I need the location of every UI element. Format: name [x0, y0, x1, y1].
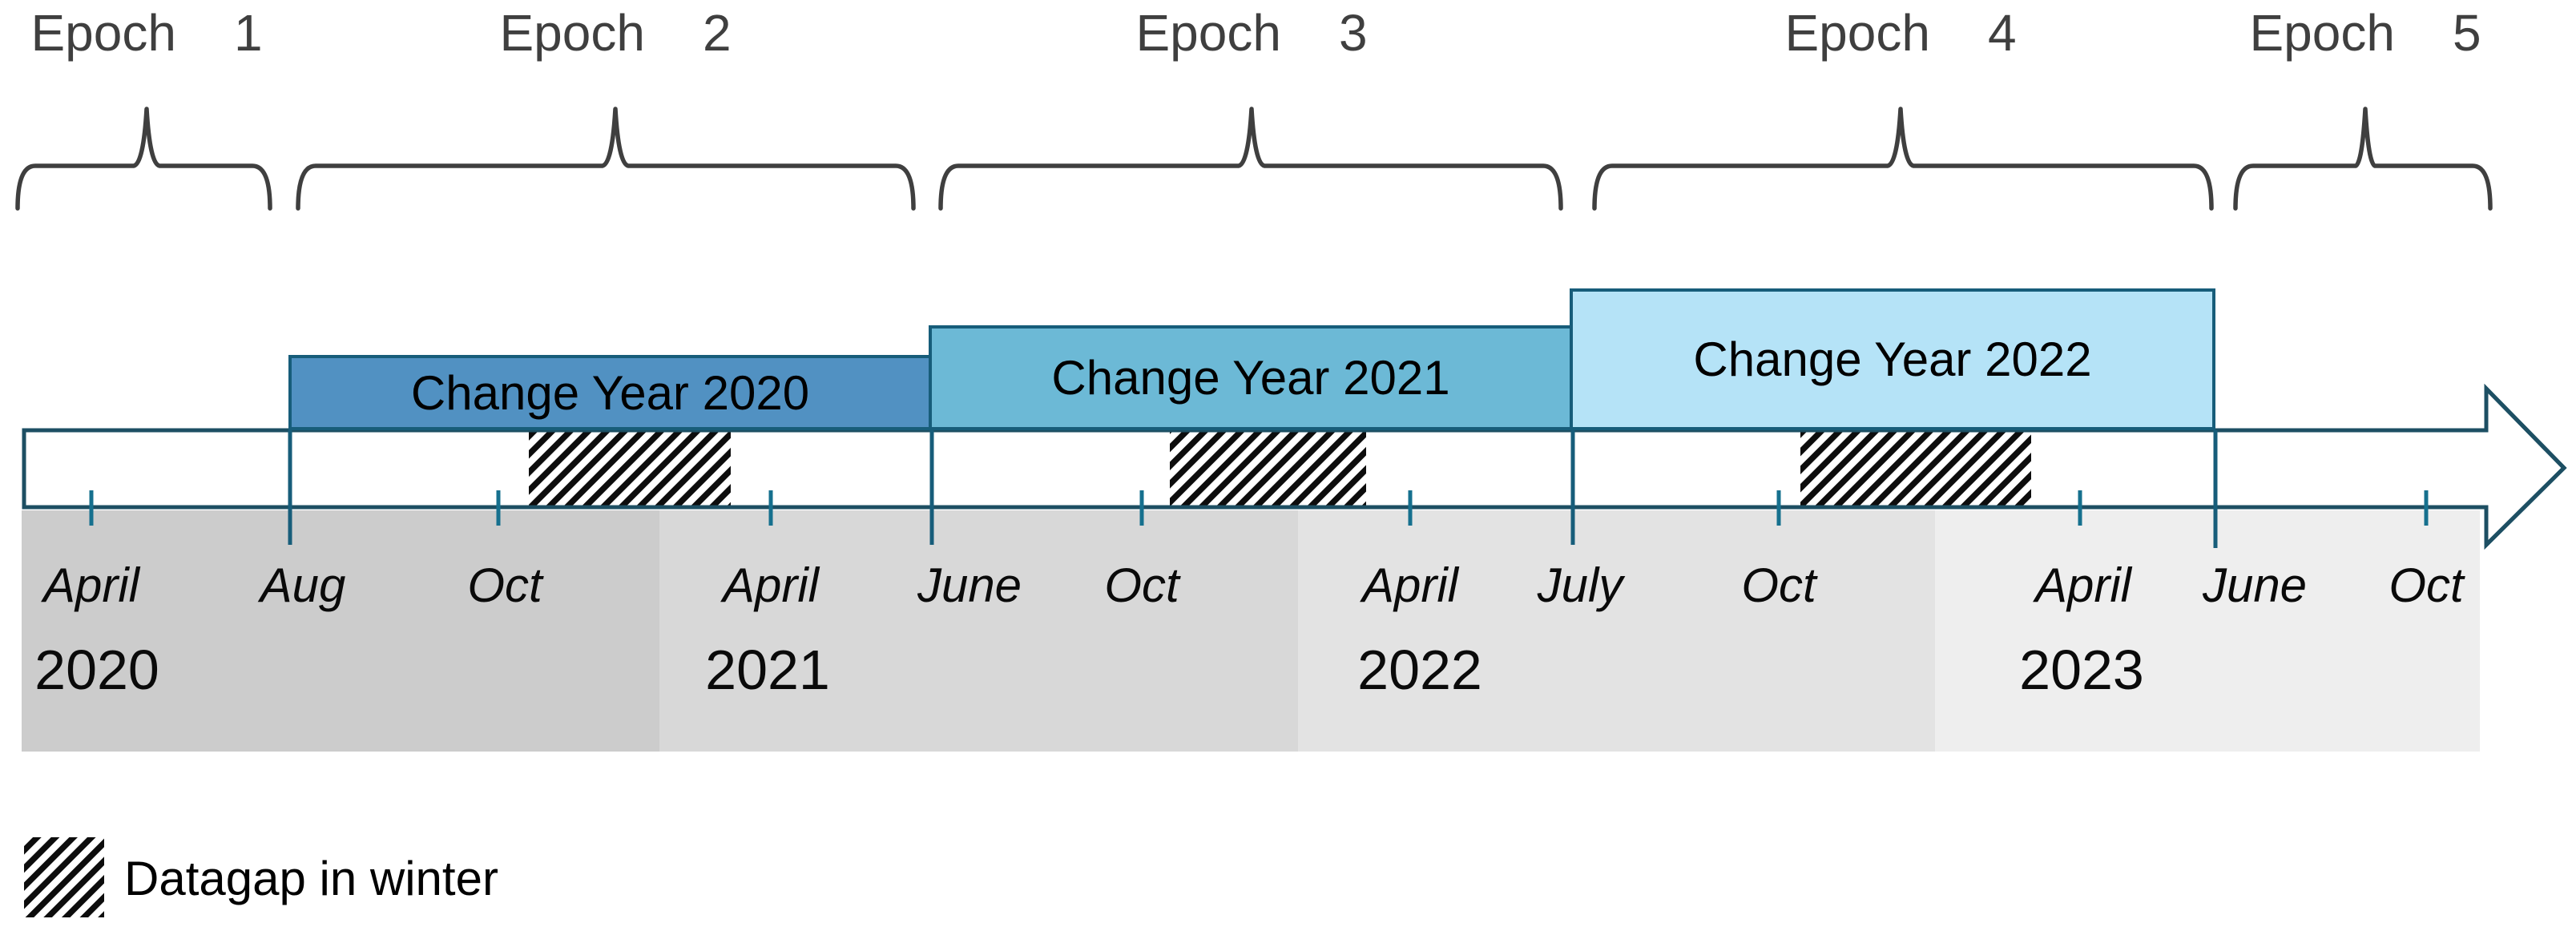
month-label: April [42, 558, 140, 612]
epoch-word: Epoch [1784, 4, 1930, 62]
epoch-brace-1 [15, 107, 272, 211]
epoch-brace-2 [296, 107, 916, 211]
change-year-box-2022: Change Year 2022 [1570, 288, 2215, 430]
epoch-label-5: Epoch 5 [2249, 3, 2481, 62]
month-label: June [2202, 558, 2308, 612]
year-label: 2020 [34, 639, 159, 701]
month-label: Aug [260, 558, 346, 612]
epoch-word: Epoch [499, 4, 645, 62]
month-label: July [1537, 558, 1623, 612]
month-label: April [2034, 558, 2132, 612]
epoch-brace-5 [2233, 107, 2493, 211]
timeline-arrow-outline [22, 383, 2567, 550]
epoch-word: Epoch [2249, 4, 2395, 62]
epoch-number: 4 [1987, 4, 2017, 62]
legend-label: Datagap in winter [124, 852, 498, 905]
epoch-label-3: Epoch 3 [1135, 3, 1367, 62]
month-label: Oct [1104, 558, 1179, 612]
datagap-hatch-winter-2021 [1170, 432, 1366, 506]
year-band-2023 [1935, 510, 2480, 752]
month-label: Oct [2389, 558, 2464, 612]
year-band-2022 [1298, 510, 1935, 752]
datagap-hatch-winter-2022 [1800, 432, 2031, 506]
epoch-number: 2 [702, 4, 732, 62]
epoch-brace-3 [938, 107, 1563, 211]
epoch-number: 5 [2452, 4, 2481, 62]
epoch-braces [15, 107, 2493, 211]
epoch-label-1: Epoch 1 [30, 3, 262, 62]
month-label: June [917, 558, 1022, 612]
change-year-label: Change Year 2021 [1051, 351, 1450, 405]
datagap-hatch-winter-2020 [529, 432, 731, 506]
datagap-legend-swatch [24, 837, 104, 917]
boundary-ticks [288, 430, 2218, 548]
month-ticks [89, 490, 2429, 526]
epoch-label-2: Epoch 2 [499, 3, 731, 62]
month-label: Oct [1741, 558, 1816, 612]
epoch-label-4: Epoch 4 [1784, 3, 2016, 62]
datagap-hatches [529, 432, 2031, 506]
year-label: 2023 [2019, 639, 2144, 701]
year-label: 2022 [1357, 639, 1482, 701]
month-label: April [1361, 558, 1459, 612]
change-year-box-2020: Change Year 2020 [288, 355, 932, 430]
change-year-label: Change Year 2022 [1693, 333, 2092, 386]
epoch-number: 3 [1338, 4, 1368, 62]
year-band-2020 [22, 510, 659, 752]
year-bands [22, 510, 2480, 752]
epoch-brace-4 [1592, 107, 2214, 211]
epoch-word: Epoch [1135, 4, 1281, 62]
year-label: 2021 [705, 639, 830, 701]
epoch-number: 1 [233, 4, 263, 62]
year-band-2021 [659, 510, 1298, 752]
change-year-label: Change Year 2020 [410, 365, 810, 420]
month-label: April [722, 558, 820, 612]
change-year-box-2021: Change Year 2021 [929, 325, 1573, 430]
month-label: Oct [467, 558, 542, 612]
epoch-word: Epoch [30, 4, 176, 62]
